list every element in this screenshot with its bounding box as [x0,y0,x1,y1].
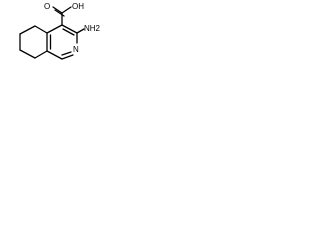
ring-nitrogen-label: N [73,45,79,54]
hydroxyl-label: OH [72,2,84,11]
bond-carboxyl-carbon-hydroxyl [61,6,72,14]
bond-c4-c3-inner [62,28,75,36]
bond-c3-amine [76,28,85,34]
bond-c5-c6 [19,25,36,35]
bond-c1-c8a [46,50,63,60]
bond-c4a-c5 [34,25,48,34]
bond-c4a-c4 [46,24,63,34]
carbonyl-oxygen-label: O [44,2,50,11]
bond-carboxyl-carbon-oxygen-double [54,9,65,17]
chemical-structure-diagram: O OH NH2 N [19,2,101,60]
bond-c7-c8 [19,49,36,59]
bond-c8-c8a [34,50,48,59]
bond-n2-c1-inner [61,51,72,56]
bond-c4-c3 [61,24,78,34]
bond-carboxyl-carbon-oxygen [52,6,63,14]
bond-n2-c1 [61,54,74,60]
amine-label: NH2 [84,24,101,33]
